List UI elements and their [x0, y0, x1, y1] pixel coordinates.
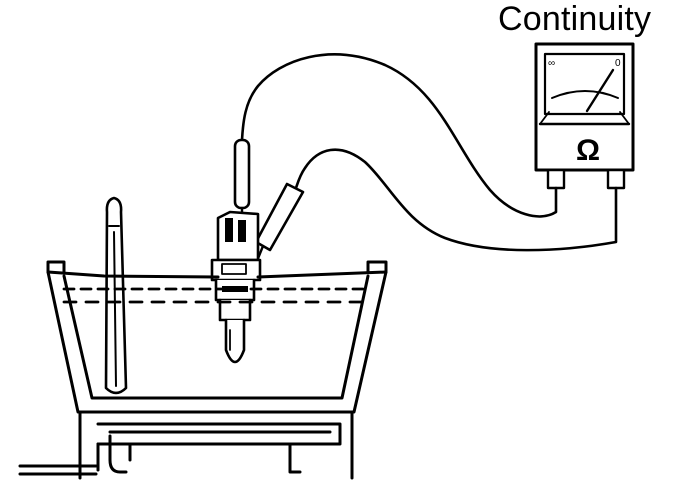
- water-surface: [62, 287, 368, 304]
- meter-scale-right-label: 0: [615, 58, 621, 69]
- thermometer-icon: [104, 196, 128, 395]
- temperature-sensor-icon: [210, 210, 262, 364]
- meter-unit-symbol: Ω: [576, 134, 600, 167]
- water-container: [46, 260, 388, 414]
- ohmmeter-icon: ∞ 0 Ω: [534, 42, 635, 190]
- test-lead-upper: [240, 53, 558, 218]
- meter-scale-left-label: ∞: [548, 58, 555, 69]
- probe-icon: [252, 182, 305, 278]
- heater-coil-icon: [18, 410, 354, 480]
- continuity-label: Continuity: [498, 0, 652, 38]
- test-lead-lower: [294, 148, 618, 252]
